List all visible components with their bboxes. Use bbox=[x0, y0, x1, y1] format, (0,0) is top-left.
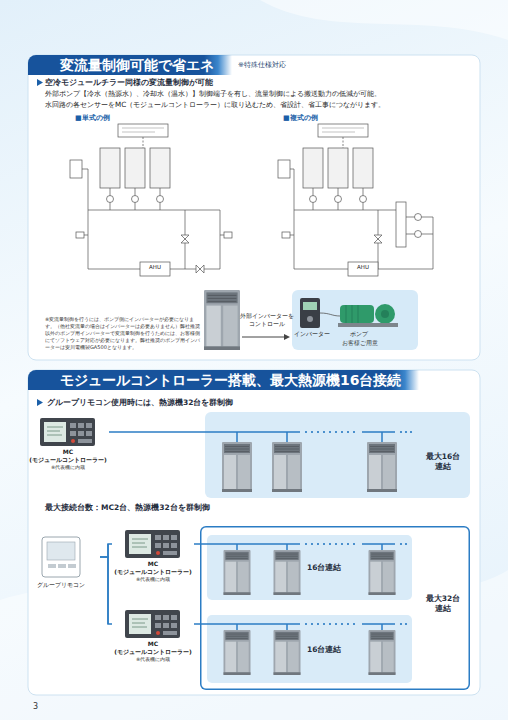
node-note: ※代表機に内蔵 bbox=[27, 464, 109, 471]
signal-line bbox=[194, 543, 207, 545]
node-label: 16台連結 bbox=[307, 563, 347, 573]
single-schematic bbox=[70, 124, 232, 276]
module-controller: MC (モジュールコントローラー)※代表機に内蔵 bbox=[112, 608, 194, 663]
text-label: ■複式の例 bbox=[283, 114, 363, 123]
text-label: 空冷モジュールチラー同様の変流量制御が可能 bbox=[45, 78, 475, 88]
node-note: ※代表機に内蔵 bbox=[112, 576, 194, 583]
node-label: インバーター bbox=[294, 330, 336, 338]
node-label: MC (モジュールコントローラー) bbox=[112, 640, 194, 656]
node-label: 16台連結 bbox=[307, 645, 347, 655]
section-header-band: モジュールコントローラー搭載、最大熱源機16台接続 bbox=[28, 370, 458, 390]
text-label: AHU bbox=[348, 264, 378, 271]
text-label: 外部インバーターを コントロール bbox=[238, 312, 296, 328]
text-label: ■単式の例 bbox=[75, 114, 155, 123]
signal-line bbox=[109, 431, 205, 433]
node-label: MC (モジュールコントローラー) bbox=[112, 560, 194, 576]
unit-group-region: 16台連結 bbox=[207, 535, 412, 600]
signal-line bbox=[194, 623, 207, 625]
unit-group-region: 16台連結 bbox=[207, 615, 412, 683]
signal-line bbox=[100, 544, 112, 557]
module-controller: MC (モジュールコントローラー)※代表機に内蔵 bbox=[112, 528, 194, 583]
node-label: グループリモコン bbox=[22, 581, 100, 589]
node-label: 最大16台 連結 bbox=[420, 452, 466, 472]
text-label: 水回路の各センサーをMC（モジュールコントローラー）に取り込むため、省設計、省工… bbox=[45, 100, 477, 110]
text-label: 外部ポンプ【冷水（熱源水）、冷却水（温水）】制御端子を有し、流量制御による搬送動… bbox=[45, 89, 477, 99]
module-controller: MC (モジュールコントローラー)※代表機に内蔵 bbox=[27, 416, 109, 471]
node-note: ポンプ bbox=[350, 330, 380, 338]
text-label: 3 bbox=[33, 702, 53, 713]
node-label: モジュールコントローラー搭載、最大熱源機16台接続 bbox=[60, 370, 401, 390]
text-label: 最大接続台数：MC2台、熱源機32台を群制御 bbox=[45, 503, 345, 513]
max-connection-region: 最大32台 連結 16台連結 16台連結 bbox=[200, 526, 470, 690]
node-note: ※代表機に内蔵 bbox=[112, 656, 194, 663]
text-label: AHU bbox=[140, 264, 170, 271]
node-label: 変流量制御可能で省エネ bbox=[60, 55, 214, 75]
section-header-band: 変流量制御可能で省エネ ※特殊仕様対応 bbox=[28, 55, 358, 75]
unit-group-region: 最大16台 連結 bbox=[205, 412, 470, 498]
group-remote: グループリモコン bbox=[22, 535, 100, 589]
signal-line bbox=[100, 557, 112, 624]
node-note: お客様ご用意 bbox=[342, 340, 398, 347]
text-label: ※変流量制御を行うには、ポンプ側にインバーターが必要になります。（他社変流量の場… bbox=[45, 316, 200, 351]
text-label: グループリモコン使用時には、熱源機32台を群制御 bbox=[47, 398, 477, 408]
node-label: MC (モジュールコントローラー) bbox=[27, 448, 109, 464]
double-schematic bbox=[278, 124, 433, 276]
node-note: ※特殊仕様対応 bbox=[238, 55, 286, 75]
customer-supply-region: インバーター ポンプお客様ご用意 bbox=[292, 290, 418, 350]
node-label: 最大32台 連結 bbox=[420, 594, 466, 614]
